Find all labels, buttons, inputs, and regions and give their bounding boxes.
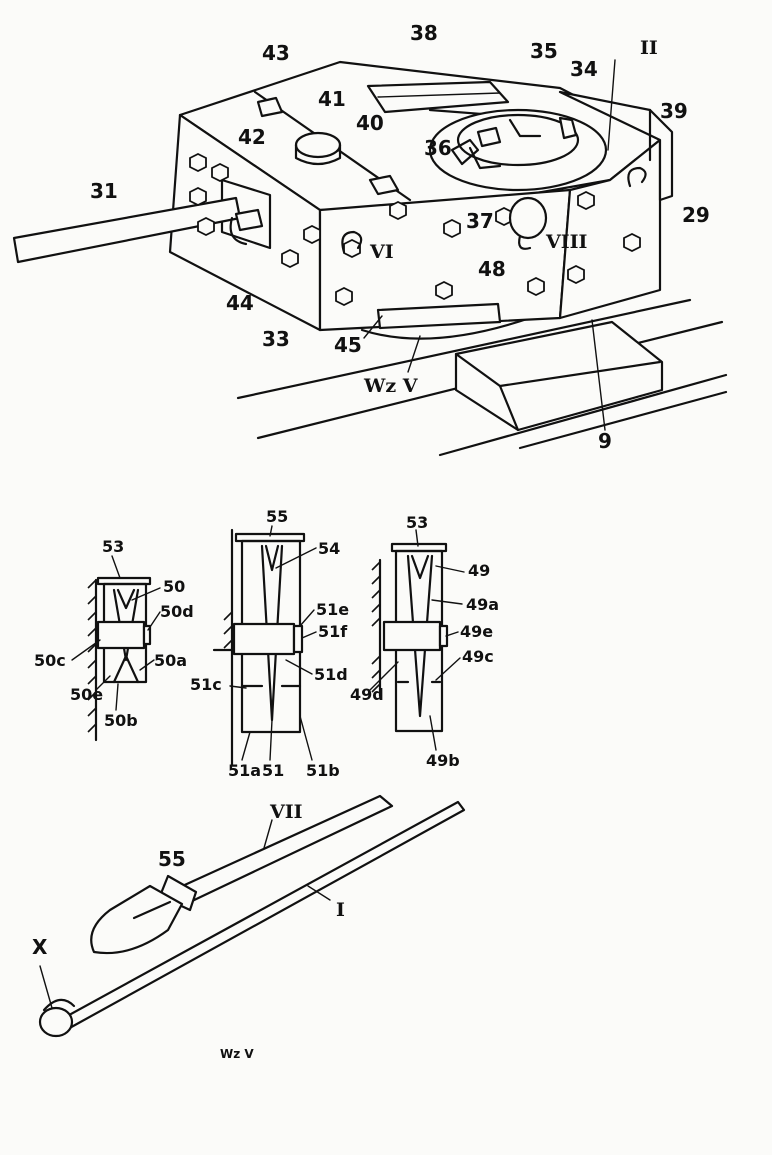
label-45: 45 bbox=[334, 333, 362, 357]
pulley-51 bbox=[212, 528, 306, 767]
label-31: 31 bbox=[90, 179, 118, 203]
label-48: 48 bbox=[478, 257, 506, 281]
label-51e: 51e bbox=[316, 600, 349, 619]
label-49b: 49b bbox=[426, 751, 460, 770]
shovel bbox=[90, 794, 394, 955]
label-49c: 49c bbox=[462, 647, 494, 666]
label-I: I bbox=[336, 899, 345, 921]
label-33: 33 bbox=[262, 327, 290, 351]
label-35: 35 bbox=[530, 39, 558, 63]
label-wz-v: Wz V bbox=[363, 375, 419, 397]
label-50c: 50c bbox=[34, 651, 66, 670]
label-42: 42 bbox=[238, 125, 266, 149]
label-36: 36 bbox=[424, 136, 452, 160]
pulley-49 bbox=[371, 542, 449, 733]
label-VI: VI bbox=[369, 241, 394, 263]
label-49d: 49d bbox=[350, 685, 384, 704]
label-55-top: 55 bbox=[266, 507, 288, 526]
label-50a: 50a bbox=[154, 651, 187, 670]
label-VIII: VIII bbox=[545, 231, 588, 253]
label-50e: 50e bbox=[70, 685, 103, 704]
label-II: II bbox=[640, 37, 658, 59]
label-49a: 49a bbox=[466, 595, 499, 614]
bolts bbox=[189, 152, 641, 307]
label-50d: 50d bbox=[160, 602, 194, 621]
label-39: 39 bbox=[660, 99, 688, 123]
label-34: 34 bbox=[570, 57, 598, 81]
label-51f: 51f bbox=[318, 622, 348, 641]
label-50b: 50b bbox=[104, 711, 138, 730]
label-VII: VII bbox=[269, 801, 303, 823]
figure-caption: Wz V bbox=[220, 1047, 254, 1061]
label-50: 50 bbox=[163, 577, 185, 596]
label-37: 37 bbox=[466, 209, 494, 233]
label-51b: 51b bbox=[306, 761, 340, 780]
label-51a: 51a bbox=[228, 761, 261, 780]
tools-figure bbox=[38, 794, 466, 1038]
hull-block-9 bbox=[454, 320, 664, 432]
label-43: 43 bbox=[262, 41, 290, 65]
label-40: 40 bbox=[356, 111, 384, 135]
label-38: 38 bbox=[410, 21, 438, 45]
label-51d: 51d bbox=[314, 665, 348, 684]
label-53-right: 53 bbox=[406, 513, 428, 532]
crank-rod bbox=[38, 800, 466, 1038]
label-51: 51 bbox=[262, 761, 284, 780]
label-41: 41 bbox=[318, 87, 346, 111]
turret-figure bbox=[12, 59, 728, 457]
tools-labels: VII 55 I X bbox=[32, 801, 345, 959]
label-X: X bbox=[32, 935, 48, 959]
pulley-labels: 53 50 50d 50c 50a 50e 50b 55 54 51e 51f … bbox=[34, 507, 499, 780]
turret-labels: 43 38 35 34 II 42 41 40 39 36 31 37 29 V… bbox=[90, 21, 710, 453]
pulley-pointers bbox=[71, 525, 465, 761]
label-29: 29 bbox=[682, 203, 710, 227]
cupola bbox=[428, 108, 608, 192]
label-54: 54 bbox=[318, 539, 340, 558]
label-55: 55 bbox=[158, 847, 186, 871]
label-49: 49 bbox=[468, 561, 490, 580]
label-44: 44 bbox=[226, 291, 254, 315]
label-53-left: 53 bbox=[102, 537, 124, 556]
label-51c: 51c bbox=[190, 675, 222, 694]
pulley-50 bbox=[87, 576, 152, 742]
label-9: 9 bbox=[598, 429, 612, 453]
label-49e: 49e bbox=[460, 622, 493, 641]
